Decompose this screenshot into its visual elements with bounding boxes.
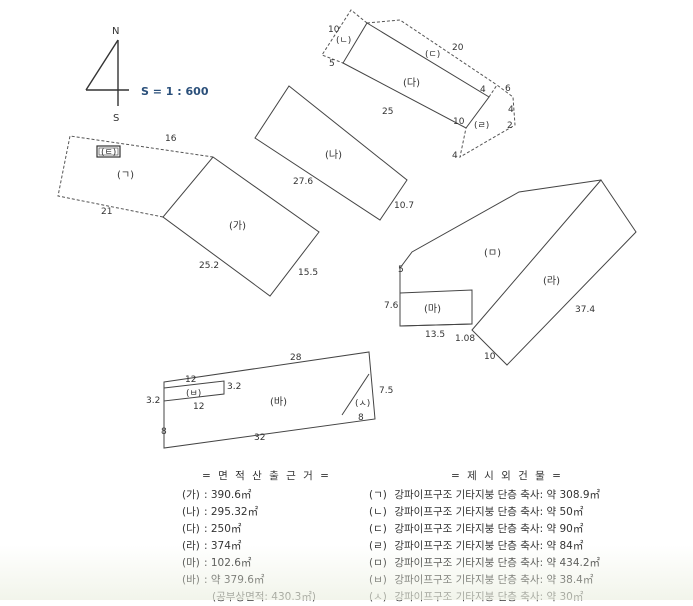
building-g-label: (ㄱ) (117, 170, 134, 181)
building-legend-row: (ㅁ) 강파이프구조 기타지붕 단층 축사: 약 434.2㎡ (369, 557, 601, 569)
dim-r-bottom: 4 (452, 151, 458, 161)
building-legend-row: (ㄷ) 강파이프구조 기타지붕 단층 축사: 약 90㎡ (369, 523, 584, 535)
dim-ga-right: 15.5 (298, 268, 318, 278)
dim-ra-right: 37.4 (575, 305, 595, 315)
dim-ga-bottom: 25.2 (199, 261, 219, 271)
dim-r-a: 6 (505, 84, 511, 94)
building-legend-row: (ㄴ) 강파이프구조 기타지붕 단층 축사: 약 50㎡ (369, 506, 584, 518)
building-b-box (163, 380, 225, 402)
building-n-outline (321, 9, 368, 64)
dim-b-right: 3.2 (227, 382, 241, 392)
building-legend-row: (ㅂ) 강파이프구조 기타지붕 단층 축사: 약 38.4㎡ (369, 574, 594, 586)
dim-na-bottom: 27.6 (293, 177, 313, 187)
dim-mi-bottom: 13.5 (425, 330, 445, 340)
building-s-label: (ㅅ) (355, 399, 370, 409)
dim-ba-top: 28 (290, 353, 302, 363)
building-g-outline (57, 135, 214, 218)
parcel-na (254, 85, 408, 221)
dim-g-left: 21 (101, 207, 112, 217)
building-d-label: (ㄷ) (425, 50, 440, 60)
area-legend-row: (다): 250㎡ (182, 523, 242, 535)
parcel-da (342, 22, 490, 129)
area-legend-row: (라): 374㎡ (182, 540, 242, 552)
building-s-outline (341, 373, 370, 416)
dim-b-left: 3.2 (146, 396, 160, 406)
dim-n-left: 5 (329, 59, 335, 69)
parcel-ba-label: (바) (270, 396, 287, 408)
dim-da-right: 4 (480, 85, 486, 95)
dim-ra-bottom: 10 (484, 352, 496, 362)
area-calculation-legend: = 면 적 산 출 근 거 = (가): 390.6㎡ (나): 295.32㎡… (182, 468, 332, 606)
area-legend-row: (마): 102.6㎡ (182, 557, 252, 569)
dim-b-bottom: 12 (193, 402, 204, 412)
dim-na-right: 10.7 (394, 201, 414, 211)
north-arrow-compass (85, 39, 129, 106)
building-legend-row: (ㄱ) 강파이프구조 기타지붕 단층 축사: 약 308.9㎡ (369, 489, 601, 501)
dim-n-top: 10 (328, 25, 340, 35)
parcel-ga (162, 156, 320, 297)
area-legend-note: (공부상면적: 430.3㎡) (212, 591, 316, 603)
building-legend-row: (ㅅ) 강파이프구조 기타지붕 단층 축사: 약 30㎡ (369, 591, 584, 603)
building-r-outline (459, 84, 516, 158)
parcel-ba (163, 351, 376, 449)
dim-r-d: 10 (453, 117, 465, 127)
parcel-na-label: (나) (325, 149, 342, 161)
building-b-label: (ㅂ) (186, 389, 201, 399)
dim-s-bottom: 8 (358, 413, 364, 423)
dim-ma-left: 5 (398, 265, 404, 275)
dim-d-top: 20 (452, 43, 464, 53)
building-d-outline (366, 19, 498, 86)
compass-north-label: N (112, 26, 119, 37)
parcel-ga-label: (가) (229, 220, 246, 232)
building-legend-heading: = 제 시 외 건 물 = (451, 470, 563, 482)
parcel-ra-label: (라) (543, 275, 560, 287)
dim-mi-left: 7.6 (384, 301, 399, 311)
dim-r-b: 4 (508, 105, 514, 115)
area-legend-heading: = 면 적 산 출 근 거 = (202, 470, 331, 482)
dim-ba-bottom: 32 (254, 433, 265, 443)
dim-s-right: 7.5 (379, 386, 393, 396)
compass-south-label: S (113, 113, 119, 124)
dim-r-c: 2 (507, 121, 513, 131)
building-r-label: (ㄹ) (474, 121, 489, 131)
parcel-ma-label: (마) (424, 303, 441, 315)
area-legend-row: (나): 295.32㎡ (182, 506, 259, 518)
area-legend-row: (바): 약 379.6㎡ (182, 574, 265, 586)
building-e-box (96, 145, 121, 158)
scale-label: S = 1 : 600 (141, 85, 209, 98)
parcel-ma (399, 289, 473, 327)
dim-da-bottom: 25 (382, 107, 393, 117)
unlisted-buildings-legend: = 제 시 외 건 물 = (ㄱ) 강파이프구조 기타지붕 단층 축사: 약 3… (369, 468, 639, 606)
area-legend-row: (가): 390.6㎡ (182, 489, 252, 501)
building-m-label: (ㅁ) (484, 248, 501, 259)
parcel-ra (471, 179, 637, 366)
dim-ba-left: 8 (161, 427, 167, 437)
building-legend-row: (ㄹ) 강파이프구조 기타지붕 단층 축사: 약 84㎡ (369, 540, 584, 552)
dim-mi-right: 1.08 (455, 334, 475, 344)
building-e-label: (ㅌ) (101, 148, 116, 158)
dim-g-top: 16 (165, 134, 177, 144)
dim-b-top: 12 (185, 375, 196, 385)
parcel-da-label: (다) (403, 77, 420, 89)
building-n-label: (ㄴ) (336, 36, 351, 46)
